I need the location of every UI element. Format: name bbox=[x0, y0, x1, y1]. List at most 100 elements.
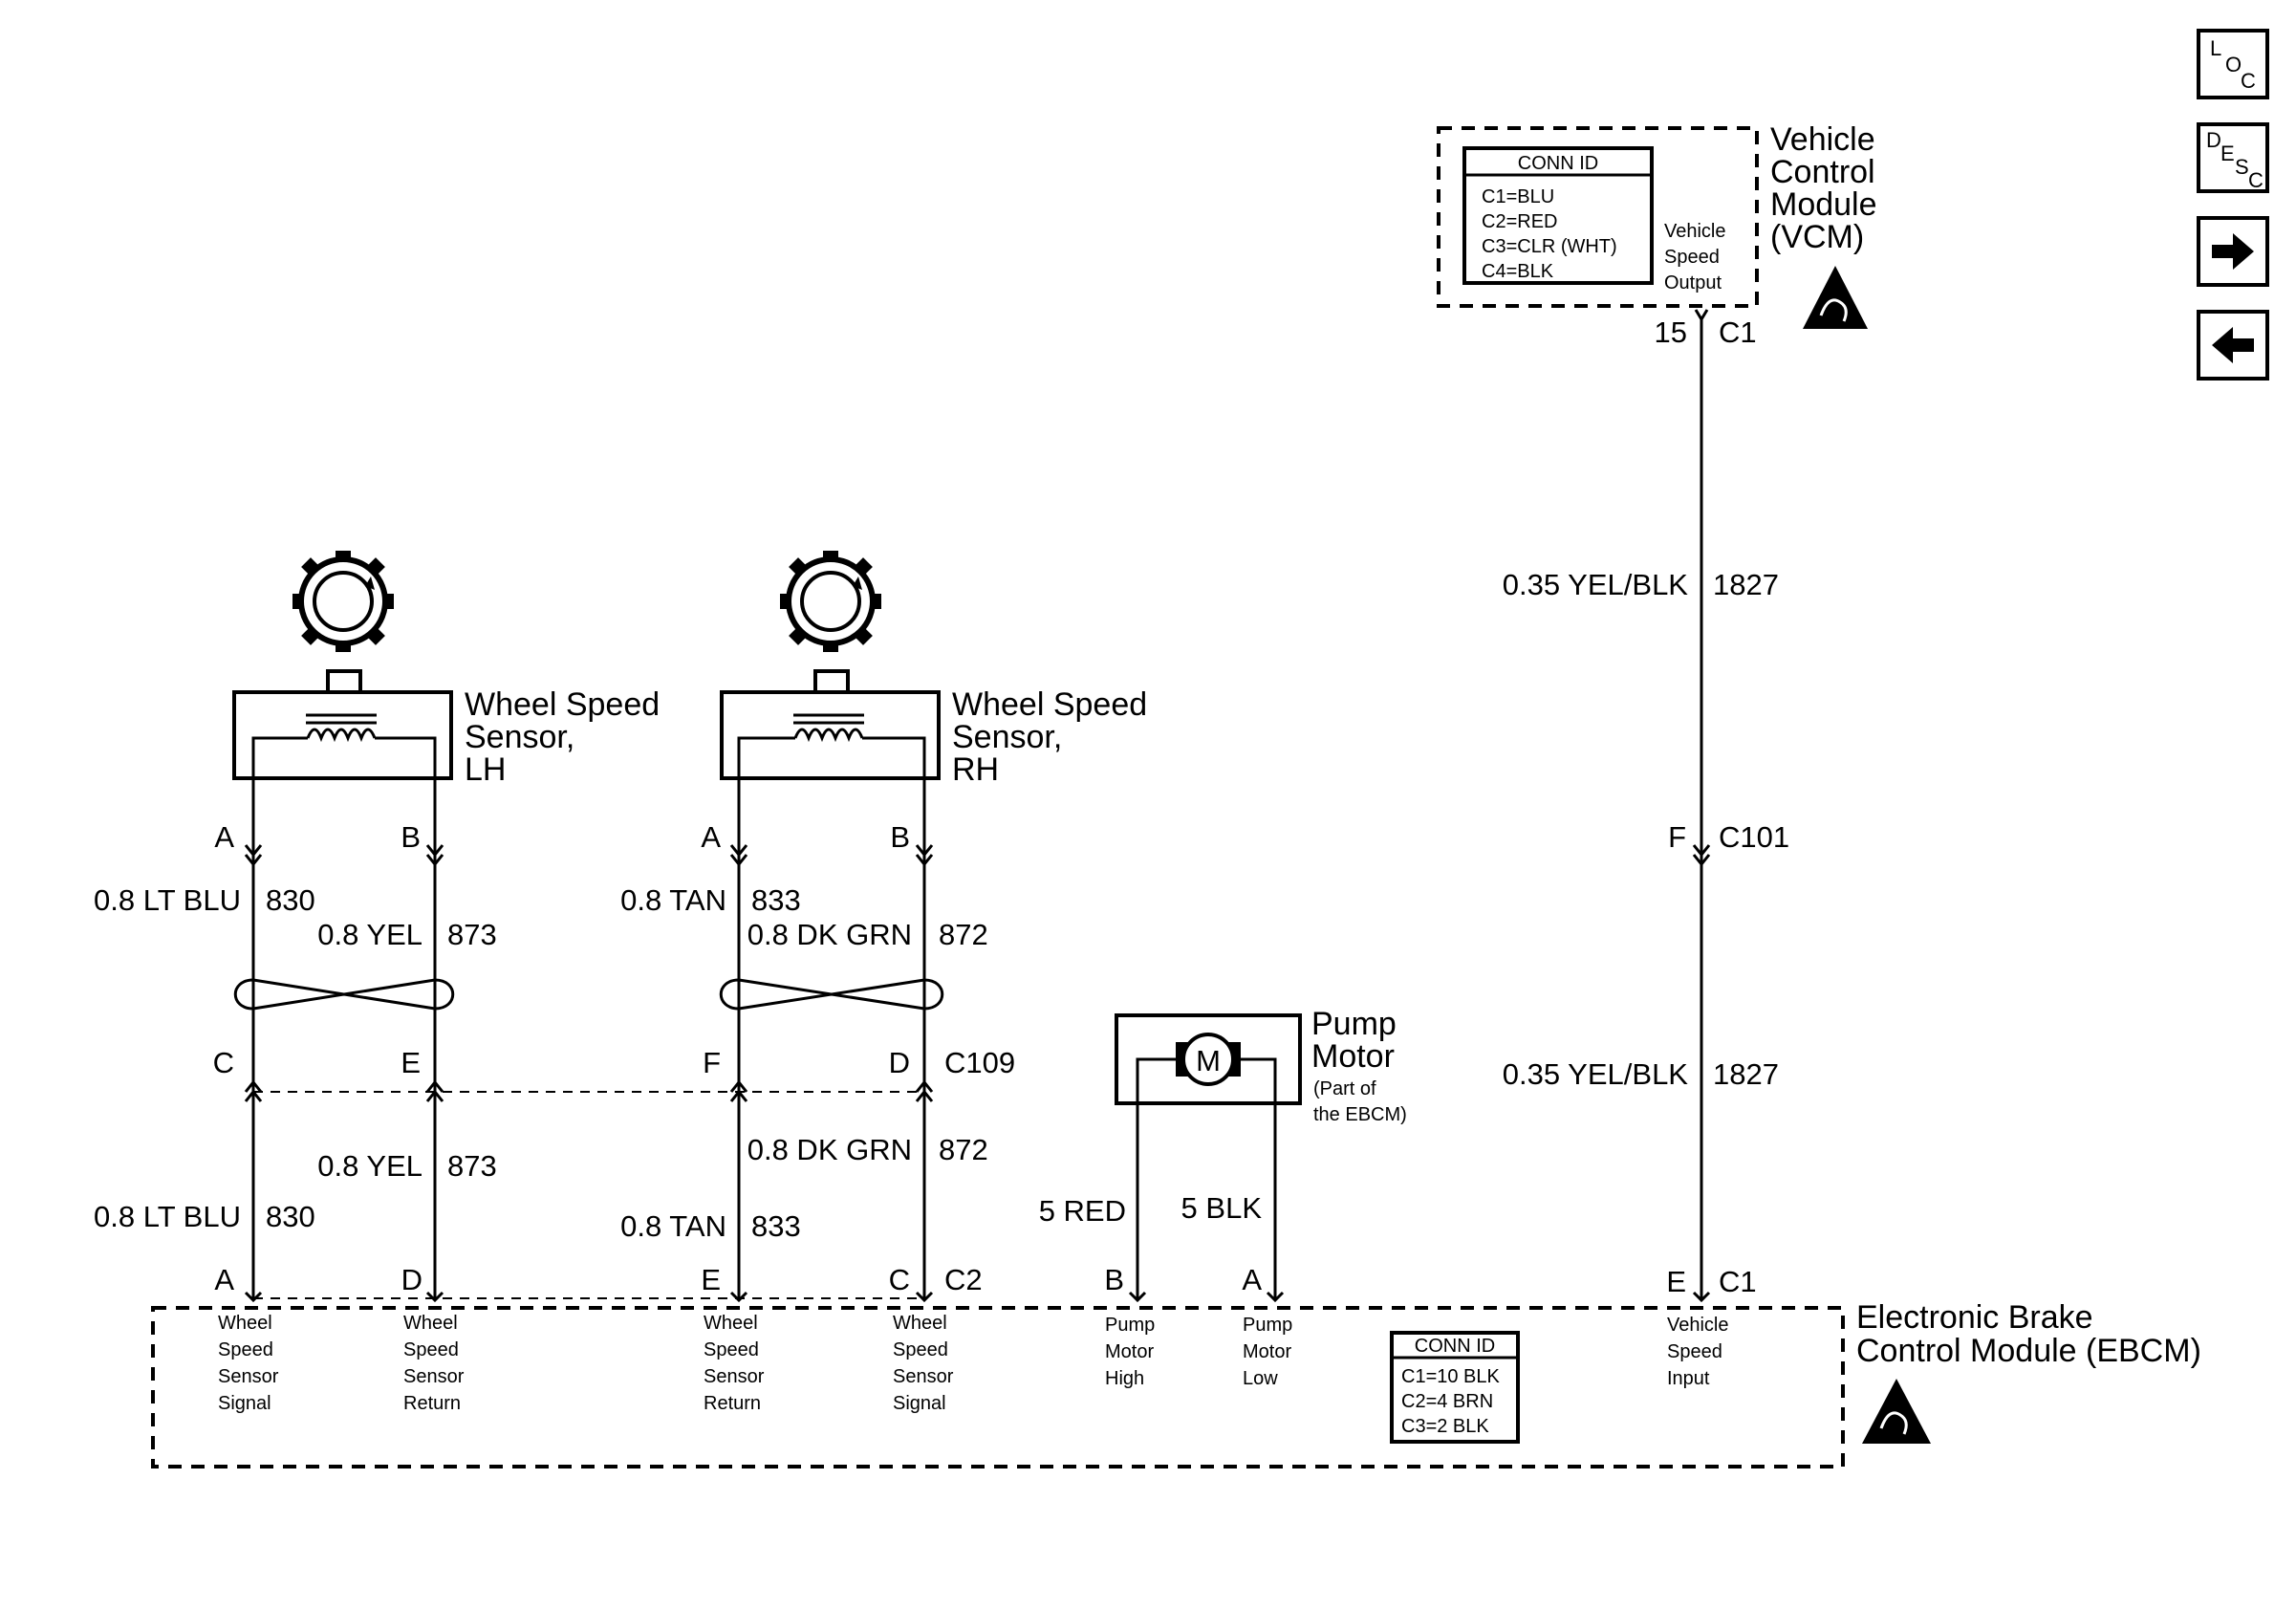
svg-text:Speed: Speed bbox=[704, 1339, 759, 1360]
c109-pin-d: D bbox=[889, 1046, 910, 1079]
wss-rh-lower-a-label: 0.8 TAN bbox=[620, 1209, 726, 1243]
wss-lh-wire-b-circuit: 873 bbox=[447, 918, 497, 951]
svg-text:Sensor: Sensor bbox=[893, 1366, 954, 1387]
wss-lh-wire-b-label: 0.8 YEL bbox=[317, 918, 422, 951]
ebcm-connector-c2: C2 bbox=[944, 1263, 983, 1296]
pump-name-1: Pump bbox=[1311, 1006, 1397, 1042]
vss-upper-circuit: 1827 bbox=[1713, 568, 1779, 601]
vcm-output-label-2: Speed bbox=[1664, 247, 1720, 268]
wss-rh-pin-b: B bbox=[890, 820, 910, 854]
svg-text:Signal: Signal bbox=[218, 1393, 271, 1414]
c101-pin-f: F bbox=[1668, 820, 1686, 854]
vcm-conn-id-c1: C1=BLU bbox=[1482, 186, 1554, 207]
pump-name-2: Motor bbox=[1311, 1038, 1395, 1075]
wss-rh-lower-b-label: 0.8 DK GRN bbox=[747, 1133, 912, 1166]
wss-lh-wire-a-label: 0.8 LT BLU bbox=[94, 883, 241, 917]
wss-lh-tone-wheel-icon bbox=[292, 551, 394, 652]
wss-lh-pin-b: B bbox=[401, 820, 421, 854]
ebcm-terminal-vss-input: Vehicle Speed Input bbox=[1667, 1315, 1729, 1389]
vcm-conn-id-c3: C3=CLR (WHT) bbox=[1482, 236, 1617, 257]
svg-text:C3=2 BLK: C3=2 BLK bbox=[1401, 1416, 1489, 1437]
ebcm-terminal-pump-low: Pump Motor Low bbox=[1243, 1315, 1292, 1389]
ebcm-name-2: Control Module (EBCM) bbox=[1856, 1333, 2201, 1369]
wss-rh-wire-a-circuit: 833 bbox=[751, 883, 801, 917]
ebcm-pin-terminals bbox=[244, 1291, 1711, 1303]
wss-rh-wire-b-label: 0.8 DK GRN bbox=[747, 918, 912, 951]
c109-pin-c: C bbox=[213, 1046, 234, 1079]
wss-rh-wire-b-circuit: 872 bbox=[939, 918, 988, 951]
ebcm-pin-d: D bbox=[401, 1263, 422, 1296]
pump-low-wire bbox=[1241, 1057, 1277, 1298]
vcm-conn-id-c2: C2=RED bbox=[1482, 211, 1557, 232]
ebcm-terminal-rh-signal: Wheel Speed Sensor Signal bbox=[893, 1313, 954, 1414]
ebcm-pin-e-vss: E bbox=[1666, 1265, 1686, 1298]
loc-button[interactable]: L O C bbox=[2197, 29, 2269, 99]
loc-letter-o: O bbox=[2225, 53, 2242, 76]
ebcm-pin-e: E bbox=[701, 1263, 721, 1296]
wss-lh-connector-b bbox=[425, 844, 444, 867]
svg-text:Input: Input bbox=[1667, 1368, 1710, 1389]
wss-lh-name-1: Wheel Speed bbox=[465, 686, 660, 723]
ebcm-pin-a-lh: A bbox=[214, 1263, 234, 1296]
arrow-right-icon bbox=[2212, 233, 2254, 270]
wss-lh-mount bbox=[326, 669, 362, 694]
wss-rh-tone-wheel-icon bbox=[780, 551, 881, 652]
svg-text:Wheel: Wheel bbox=[893, 1313, 947, 1334]
pump-note-1: (Part of bbox=[1313, 1078, 1376, 1099]
c109-connector: C109 bbox=[944, 1046, 1015, 1079]
svg-text:Wheel: Wheel bbox=[218, 1313, 272, 1334]
ebcm-module bbox=[151, 1306, 1845, 1469]
vcm-module: CONN ID C1=BLU C2=RED C3=CLR (WHT) C4=BL… bbox=[1437, 121, 1877, 329]
wss-rh-pin-a: A bbox=[701, 820, 721, 854]
esd-warning-icon bbox=[1803, 266, 1868, 329]
svg-text:Speed: Speed bbox=[893, 1339, 948, 1360]
wss-rh-wire-a-label: 0.8 TAN bbox=[620, 883, 726, 917]
svg-text:Return: Return bbox=[403, 1393, 461, 1414]
svg-text:Signal: Signal bbox=[893, 1393, 946, 1414]
ebcm-pin-b: B bbox=[1104, 1263, 1124, 1296]
wss-rh-name-1: Wheel Speed bbox=[952, 686, 1147, 723]
svg-text:High: High bbox=[1105, 1368, 1144, 1389]
previous-page-button[interactable] bbox=[2197, 310, 2269, 381]
arrow-left-icon bbox=[2212, 327, 2254, 363]
svg-text:Sensor: Sensor bbox=[218, 1366, 279, 1387]
vcm-conn-id-title: CONN ID bbox=[1518, 153, 1598, 174]
ebcm-terminal-lh-signal: Wheel Speed Sensor Signal bbox=[218, 1313, 279, 1414]
wss-rh-lower-b-circuit: 872 bbox=[939, 1133, 988, 1166]
desc-letter-d: D bbox=[2206, 128, 2221, 152]
ebcm-terminal-rh-return: Wheel Speed Sensor Return bbox=[704, 1313, 765, 1414]
wss-lh-connector-a bbox=[244, 844, 263, 867]
wss-lh-lower-a-circuit: 830 bbox=[266, 1200, 315, 1233]
c109-pin-f: F bbox=[703, 1046, 721, 1079]
wss-lh-wire-a-circuit: 830 bbox=[266, 883, 315, 917]
wss-lh-name-3: LH bbox=[465, 751, 506, 788]
vcm-output-label-1: Vehicle bbox=[1664, 221, 1726, 242]
wss-rh-lower-a-circuit: 833 bbox=[751, 1209, 801, 1243]
svg-text:Pump: Pump bbox=[1243, 1315, 1292, 1336]
svg-text:C1=10 BLK: C1=10 BLK bbox=[1401, 1366, 1501, 1387]
pump-note-2: the EBCM) bbox=[1313, 1104, 1407, 1125]
loc-letter-c: C bbox=[2241, 69, 2256, 93]
pump-high-wire bbox=[1136, 1057, 1176, 1298]
ebcm-conn-id-table: CONN ID C1=10 BLK C2=4 BRN C3=2 BLK bbox=[1390, 1331, 1520, 1444]
pump-low-wire-label: 5 BLK bbox=[1181, 1191, 1263, 1225]
c101-connector: C101 bbox=[1719, 820, 1789, 854]
motor-symbol-letter: M bbox=[1196, 1044, 1221, 1077]
desc-button[interactable]: D E S C bbox=[2197, 122, 2269, 193]
wss-lh-name-2: Sensor, bbox=[465, 719, 574, 755]
svg-text:Speed: Speed bbox=[1667, 1341, 1722, 1362]
loc-letter-l: L bbox=[2210, 36, 2221, 60]
next-page-button[interactable] bbox=[2197, 216, 2269, 287]
svg-text:Motor: Motor bbox=[1243, 1341, 1291, 1362]
motor-symbol bbox=[1181, 1033, 1235, 1086]
vcm-connector-c1: C1 bbox=[1719, 315, 1757, 349]
wss-rh-name-2: Sensor, bbox=[952, 719, 1062, 755]
wss-rh-connector-b bbox=[915, 844, 934, 867]
vcm-name-2: Control bbox=[1770, 154, 1875, 190]
ebcm-terminal-lh-return: Wheel Speed Sensor Return bbox=[403, 1313, 465, 1414]
svg-text:Speed: Speed bbox=[403, 1339, 459, 1360]
vcm-name-3: Module bbox=[1770, 186, 1877, 223]
vss-lower-wire-label: 0.35 YEL/BLK bbox=[1503, 1057, 1689, 1091]
svg-text:Low: Low bbox=[1243, 1368, 1278, 1389]
